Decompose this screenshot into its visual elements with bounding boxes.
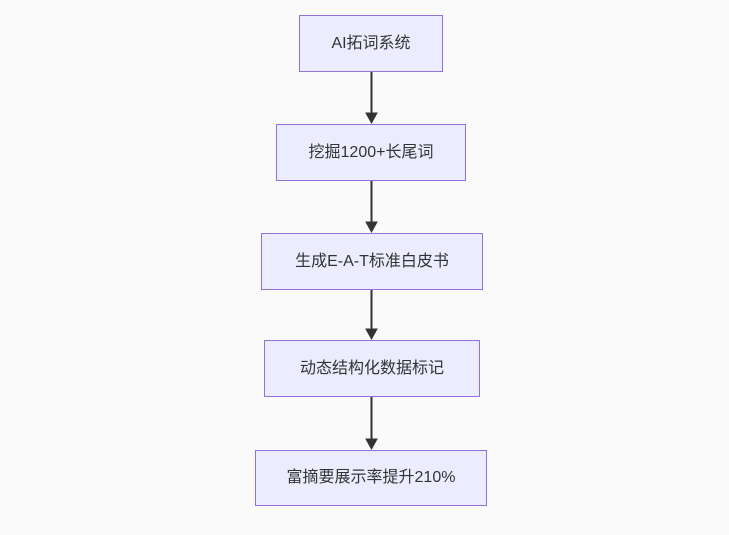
flow-node-ai-system: AI拓词系统	[299, 15, 443, 72]
flow-node-eat-whitepaper: 生成E-A-T标准白皮书	[261, 233, 483, 290]
flow-node-label: 挖掘1200+长尾词	[308, 143, 434, 161]
arrow-a-to-b	[365, 72, 378, 125]
flow-node-label: 富摘要展示率提升210%	[286, 469, 456, 487]
flow-node-label: AI拓词系统	[331, 34, 411, 52]
flow-node-rich-snippet-result: 富摘要展示率提升210%	[255, 450, 487, 506]
flow-node-label: 动态结构化数据标记	[299, 359, 444, 377]
flow-node-longtail-keywords: 挖掘1200+长尾词	[276, 124, 466, 181]
flow-node-structured-data: 动态结构化数据标记	[264, 340, 480, 397]
arrow-d-to-e	[365, 397, 378, 451]
arrow-b-to-c	[365, 181, 378, 234]
arrow-c-to-d	[365, 290, 378, 341]
flow-node-label: 生成E-A-T标准白皮书	[295, 252, 449, 270]
